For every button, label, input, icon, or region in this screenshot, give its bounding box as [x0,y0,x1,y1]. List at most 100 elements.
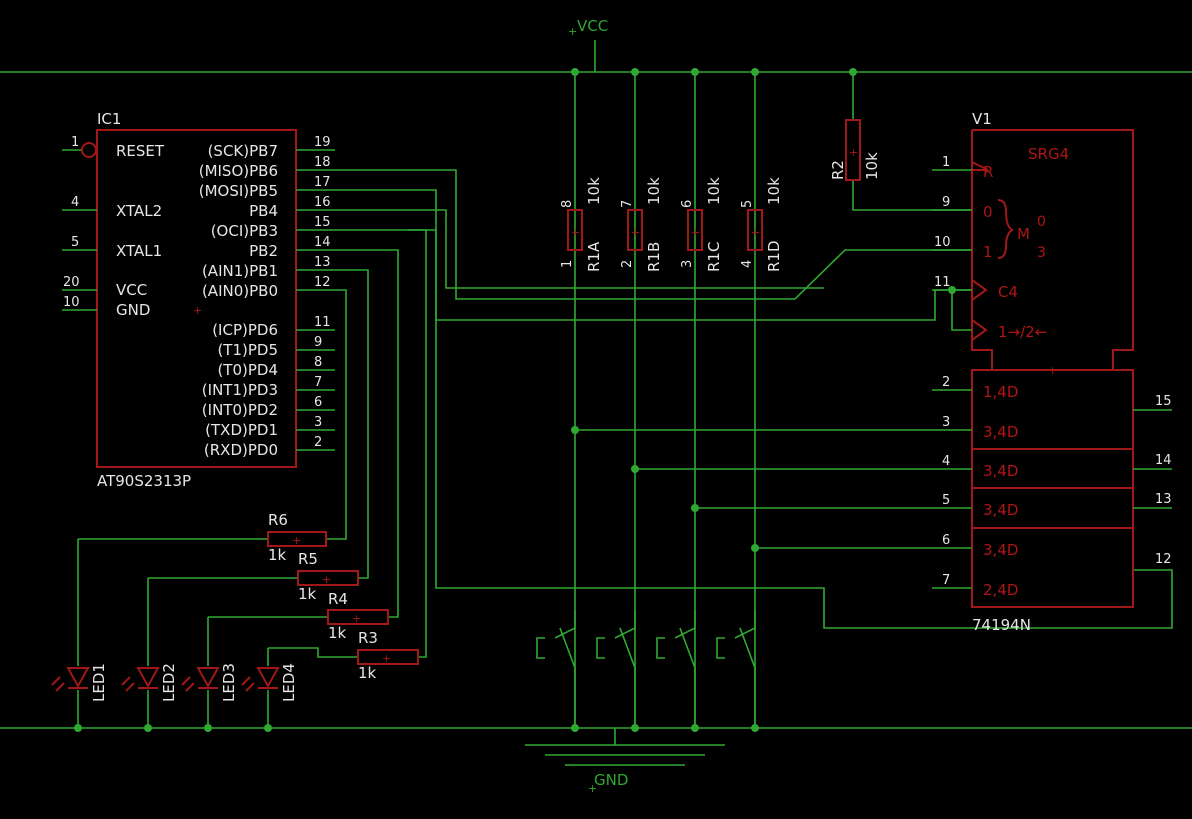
v1-data-label: 3,4D [983,462,1018,480]
resistor-r1c: + [687,209,703,251]
resistor-array: + + + + 10k R1A 8 1 10k R1B 7 2 10k R1C … [560,72,783,728]
ic1-pin-name: (AIN1)PB1 [202,262,278,280]
led-2-label: LED2 [160,663,178,702]
v1-pin-num: 11 [934,275,951,290]
ic1-pin-name: XTAL2 [116,202,162,220]
r5-value: 1k [298,585,317,603]
led-1: LED1 [51,539,108,728]
vcc-rail: VCC + [0,17,1192,73]
v1-data-label: 3,4D [983,423,1018,441]
v1-label-1: 1 [983,243,993,261]
r2-ref: R2 [829,160,847,180]
svg-text:+: + [571,226,580,239]
v1-pin-num: 7 [942,573,950,588]
v1-mode-sup: 0 [1037,214,1046,230]
led-resistors: + R6 1k + R5 1k + R4 1k + R3 1k [78,511,419,682]
ic1-pin-name: (MOSI)PB5 [199,182,278,200]
ic1-pin-name: VCC [116,281,147,299]
resistor-r1b: + [627,209,643,251]
led-3: LED3 [181,617,238,728]
ic1-pin-num: 16 [314,195,331,210]
ic1-pin-name: XTAL1 [116,242,162,260]
v1-output-num: 12 [1155,552,1172,567]
v1-mode-sub: 3 [1037,245,1046,261]
push-button-3 [656,610,696,728]
ic1-pin-num: 12 [314,275,331,290]
v1-pin-num: 9 [942,195,950,210]
ic1-pin-num: 9 [314,335,322,350]
v1-label-c4: C4 [998,283,1018,301]
r1d-pin-top: 5 [740,200,755,208]
r1b-ref: R1B [645,242,663,272]
r6-value: 1k [268,546,287,564]
ic1-pin-name: GND [116,301,150,319]
r3-value: 1k [358,664,377,682]
v1-pin-num: 10 [934,235,951,250]
v1-pin-num: 4 [942,454,950,469]
ic1-pin-num: 19 [314,135,331,150]
ic1-right-pin-names: (SCK)PB7 (MISO)PB6 (MOSI)PB5 PB4 (OCI)PB… [199,142,278,459]
v1-pin-num: 3 [942,415,950,430]
ic1-pin-name: (MISO)PB6 [199,162,278,180]
ic1-pin-num: 17 [314,175,331,190]
ic1-value: AT90S2313P [97,472,191,490]
push-button-2 [596,610,636,728]
r1d-pin-bottom: 4 [740,260,755,268]
v1-data-label: 3,4D [983,501,1018,519]
v1-data-label: 1,4D [983,383,1018,401]
r1a-pin-top: 8 [560,200,575,208]
ic1-pin-num: 10 [63,295,80,310]
v1-mode-label: M [1017,225,1030,243]
ic1-pin-name: (INT0)PD2 [202,401,278,419]
ic1-pin-name: (OCI)PB3 [211,222,278,240]
ic1-pin-num: 7 [314,375,322,390]
r5-ref: R5 [298,550,318,568]
gnd-label: GND [594,771,628,789]
led-2: LED2 [121,578,178,728]
v1-ref: V1 [972,110,992,128]
svg-text:+: + [322,573,331,586]
v1-shift-label: 1→/2← [998,323,1047,341]
v1-output-num: 15 [1155,394,1172,409]
ic1-origin-mark: + [193,304,202,317]
led-3-label: LED3 [220,663,238,702]
ic1-pin-num: 6 [314,395,322,410]
vcc-marker: + [568,25,577,38]
v1-label-0: 0 [983,203,993,221]
ic1-pin-num: 13 [314,255,331,270]
ic1-pin-name: (RXD)PD0 [204,441,278,459]
ic1-pin-num: 5 [71,235,79,250]
ic1-pin-name: PB4 [249,202,278,220]
ic1-pin-name: (ICP)PD6 [212,321,278,339]
v1-shift-register: V1 74194N SRG4 + 1 9 10 11 R 0 1 C4 M 0 … [575,110,1172,634]
ic1-pin-name: (SCK)PB7 [208,142,278,160]
svg-text:+: + [382,652,391,665]
svg-text:+: + [751,226,760,239]
ic1-pin-name: (T0)PD4 [217,361,278,379]
r1b-pin-bottom: 2 [620,260,635,268]
ic1-pin-num: 2 [314,435,322,450]
v1-pin-num: 6 [942,533,950,548]
ic1-ref: IC1 [97,110,121,128]
resistor-r1d: + [747,209,763,251]
r1b-pin-top: 7 [620,200,635,208]
v1-pin-num: 1 [942,155,950,170]
r1d-value: 10k [765,177,783,205]
r1d-ref: R1D [765,240,783,272]
svg-text:+: + [292,534,301,547]
v1-data-label: 3,4D [983,541,1018,559]
svg-text:+: + [1048,364,1057,377]
led-1-label: LED1 [90,663,108,702]
r1a-pin-bottom: 1 [560,260,575,268]
ic1-pin-name: (T1)PD5 [217,341,278,359]
r3-ref: R3 [358,629,378,647]
ic1: IC1 AT90S2313P + 1 4 5 20 10 RESET XTAL2… [62,110,335,490]
ic1-pin-name: (TXD)PD1 [205,421,278,439]
leds: LED1 LED2 LED3 LED4 [51,539,298,728]
ic1-pin-num: 3 [314,415,322,430]
ic1-pin-num: 11 [314,315,331,330]
r1b-value: 10k [645,177,663,205]
ic1-pin-name: (INT1)PD3 [202,381,278,399]
